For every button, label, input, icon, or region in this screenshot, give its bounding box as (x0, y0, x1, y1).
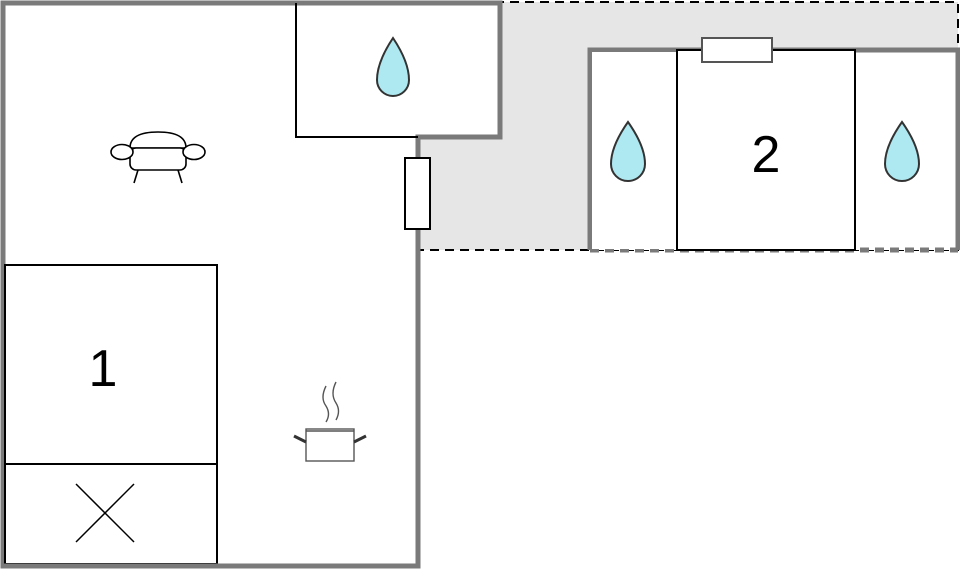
closet-1 (4, 463, 218, 565)
wardrobe-x-icon (75, 483, 135, 543)
window-icon (701, 37, 773, 63)
water-drop-icon (609, 120, 647, 182)
room-2-label: 2 (752, 126, 781, 184)
water-drop-icon (375, 36, 411, 97)
window-icon (404, 157, 431, 230)
bedroom-2 (676, 49, 856, 251)
room-1-label: 1 (89, 340, 118, 398)
water-drop-icon (883, 120, 921, 182)
sofa-icon (110, 131, 206, 184)
bathroom-1-wall (295, 3, 418, 138)
cooking-pot-icon (293, 381, 367, 462)
